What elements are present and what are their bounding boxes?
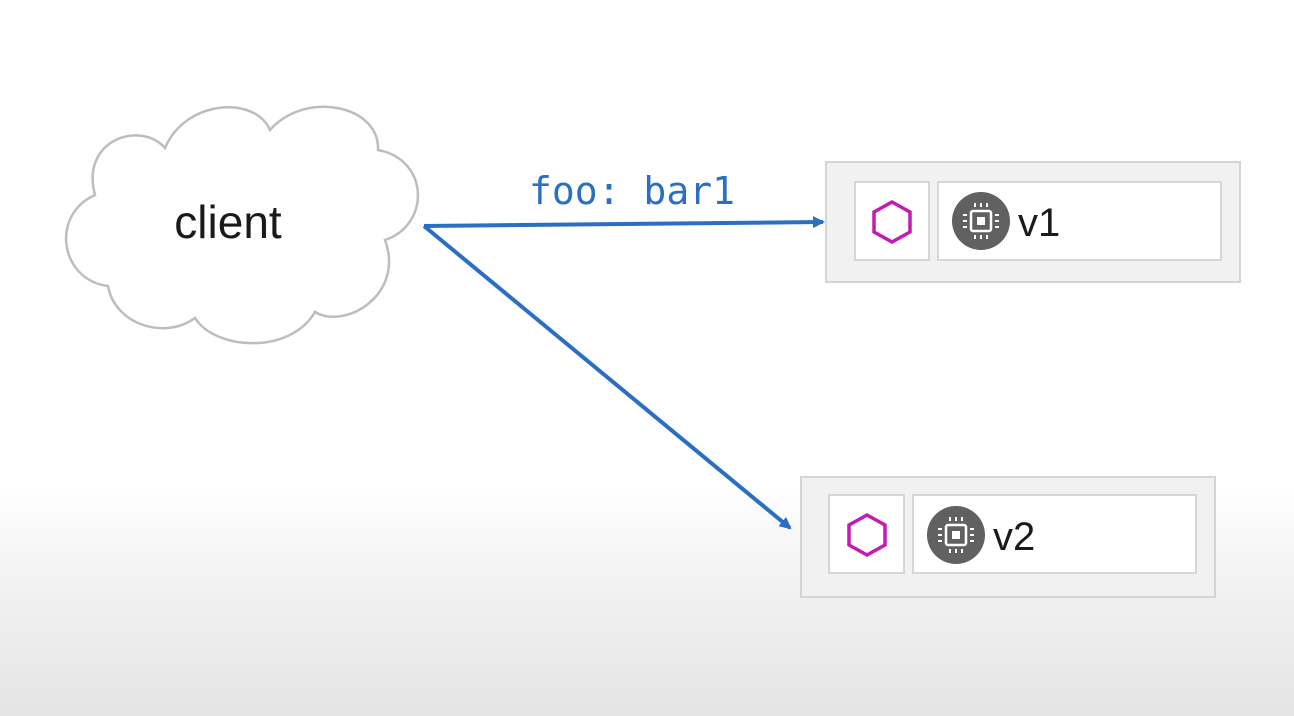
cpu-chip-icon [952,192,1010,250]
hexagon-icon [872,199,912,245]
pod-v1: v1 [825,161,1241,283]
client-label: client [174,196,282,248]
cloud-shape [64,105,420,345]
client-cloud: client [64,105,420,345]
service-cell [828,494,905,574]
service-cell [854,181,930,261]
arrow-to-v2 [422,224,792,530]
pod-version-label: v2 [993,515,1035,559]
hexagon-icon [847,512,887,558]
cpu-chip-icon [927,506,985,564]
arrow-to-v1 [423,216,825,229]
pod-v2: v2 [800,476,1216,598]
header-match-label: foo: bar1 [529,169,735,213]
pod-version-label: v1 [1018,201,1060,245]
request-arrows: foo: bar1 [422,169,825,530]
